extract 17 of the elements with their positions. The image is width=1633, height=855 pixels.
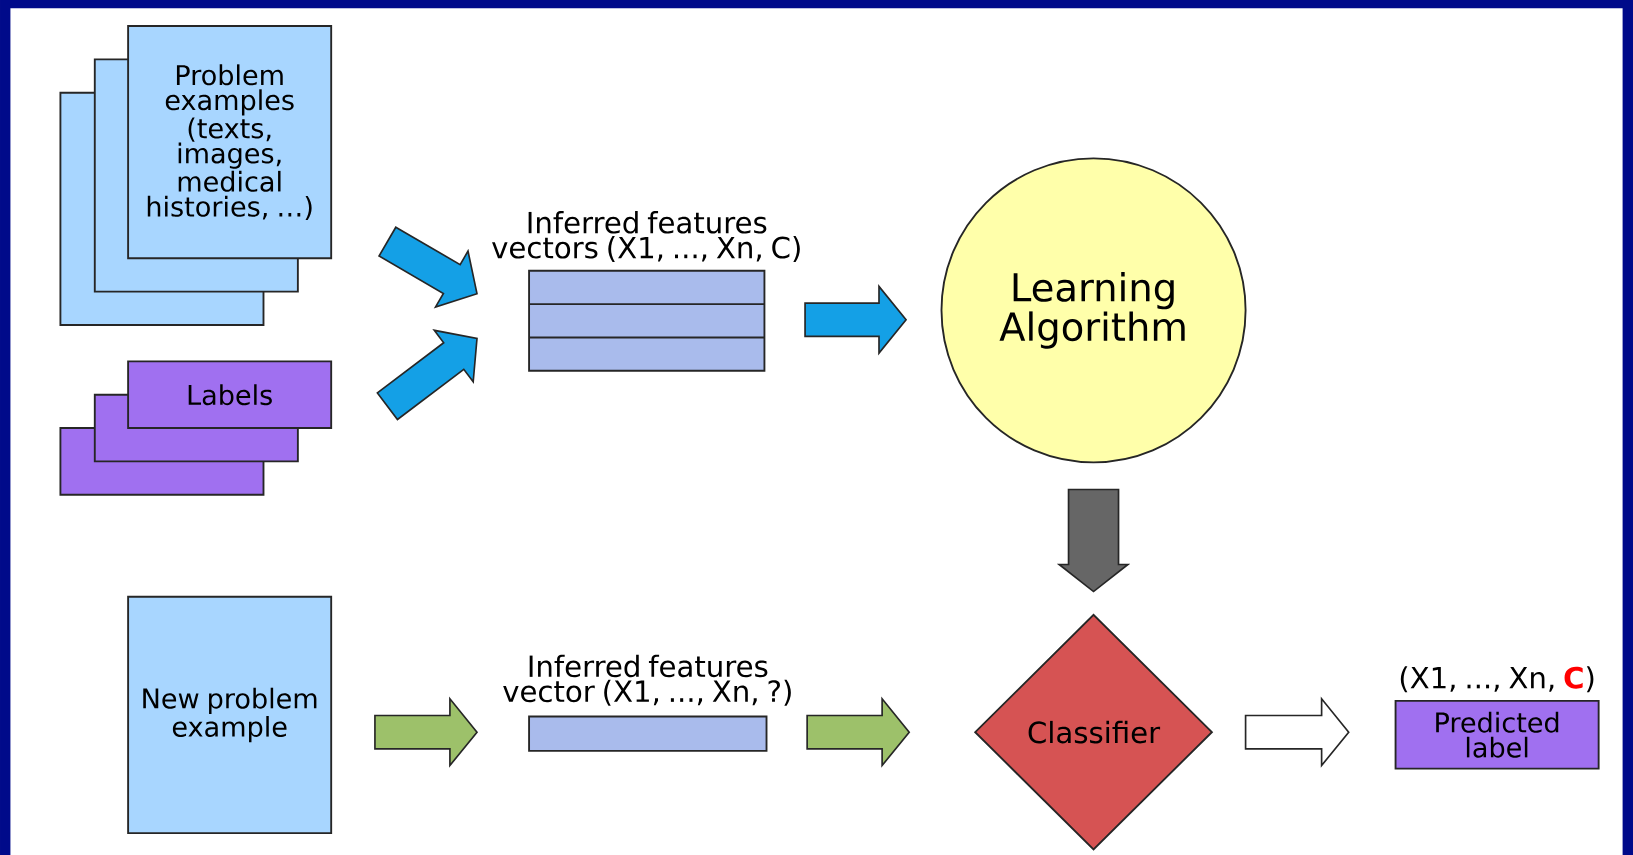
node-label: Inferred features vectors (X1, ..., Xn, C) xyxy=(492,211,800,263)
document-stack: Problem examples (texts, images, medical histories, …) xyxy=(59,25,333,326)
label-box: (X1, ..., Xn, C) Predicted label xyxy=(1394,666,1600,770)
feature-bar: Inferred features vector (X1, ..., Xn, ?) xyxy=(503,654,791,752)
feature-table: Inferred features vectors (X1, ..., Xn, C) xyxy=(492,211,800,372)
node-label: Labels xyxy=(188,384,272,406)
node-label: (X1, ..., Xn, C) xyxy=(1400,666,1594,693)
node-label: Inferred features vector (X1, ..., Xn, ?) xyxy=(503,654,791,706)
example-box: New problem example xyxy=(127,595,333,835)
label-stack: Labels xyxy=(59,360,333,496)
block-arrow xyxy=(804,284,908,356)
node-label: Problem xyxy=(176,64,283,86)
block-arrow xyxy=(1244,696,1350,768)
block-arrow xyxy=(1056,488,1131,593)
block-arrow xyxy=(374,696,479,768)
block-arrow xyxy=(376,329,478,421)
block-arrow xyxy=(806,696,911,768)
